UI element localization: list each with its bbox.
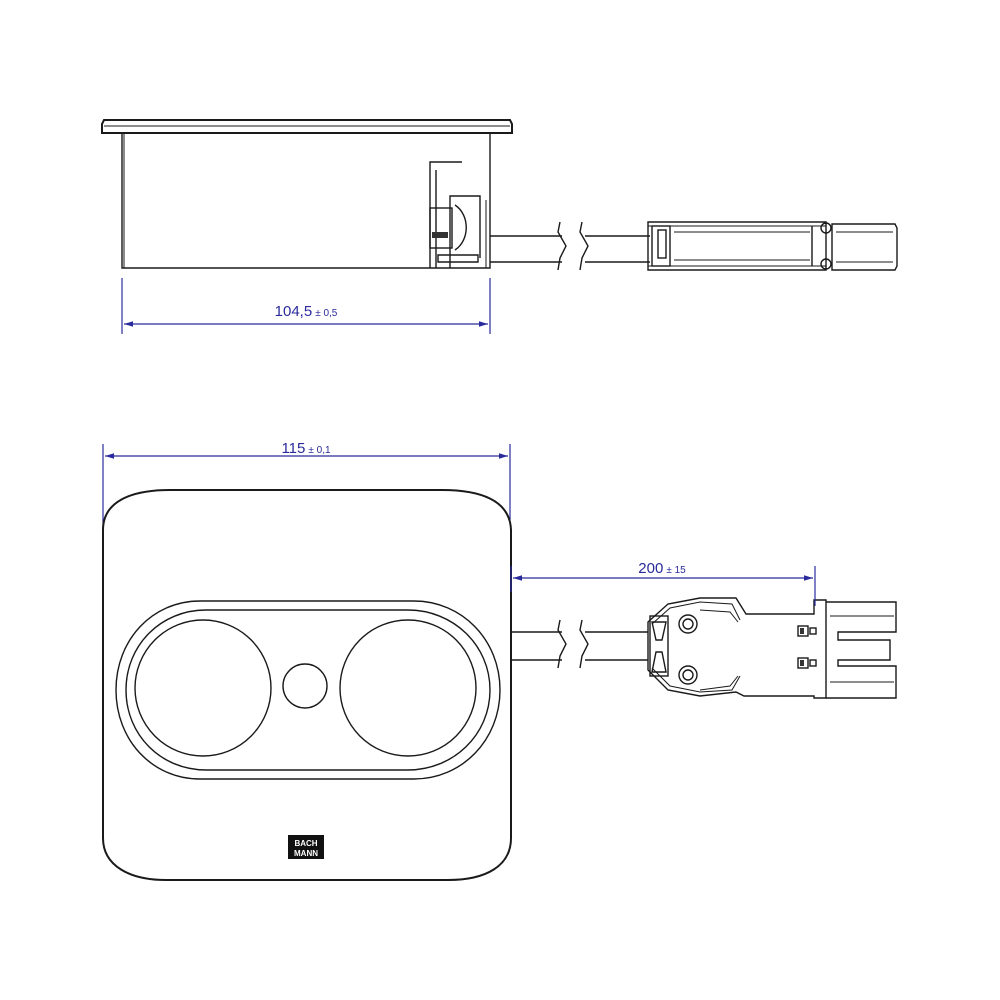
dimension-cable-length: 200± 15 bbox=[510, 560, 816, 606]
top-cable bbox=[511, 619, 648, 669]
cable-length-tolerance: ± 15 bbox=[666, 565, 686, 576]
cable-length-value: 200 bbox=[638, 560, 663, 577]
logo-line-2: MANN bbox=[294, 849, 318, 858]
dimension-depth: 104,5± 0,5 bbox=[121, 278, 491, 334]
top-view: 115± 0,1 BACH MANN bbox=[102, 440, 897, 881]
center-button bbox=[282, 663, 328, 709]
width-tolerance: ± 0,1 bbox=[308, 445, 331, 456]
svg-text:104,5± 0,5: 104,5± 0,5 bbox=[275, 303, 338, 320]
svg-text:115± 0,1: 115± 0,1 bbox=[281, 440, 331, 457]
brand-logo: BACH MANN bbox=[288, 835, 324, 859]
socket-right bbox=[339, 619, 477, 757]
housing-body bbox=[121, 133, 491, 269]
width-value: 115 bbox=[281, 440, 305, 457]
top-flange bbox=[101, 119, 513, 134]
socket-frame-inner bbox=[125, 609, 491, 771]
side-view: 104,5± 0,5 bbox=[101, 119, 898, 334]
face-plate bbox=[102, 489, 512, 881]
logo-line-1: BACH bbox=[294, 839, 317, 848]
side-plug-connector bbox=[647, 221, 898, 271]
side-cable bbox=[490, 221, 650, 271]
dimension-width: 115± 0,1 bbox=[102, 440, 511, 530]
svg-text:200± 15: 200± 15 bbox=[638, 560, 686, 577]
socket-left bbox=[134, 619, 272, 757]
depth-value: 104,5 bbox=[275, 303, 313, 320]
depth-tolerance: ± 0,5 bbox=[315, 308, 338, 319]
top-plug-connector bbox=[647, 597, 897, 699]
internal-connector bbox=[429, 161, 487, 268]
socket-frame-outer bbox=[115, 600, 501, 780]
